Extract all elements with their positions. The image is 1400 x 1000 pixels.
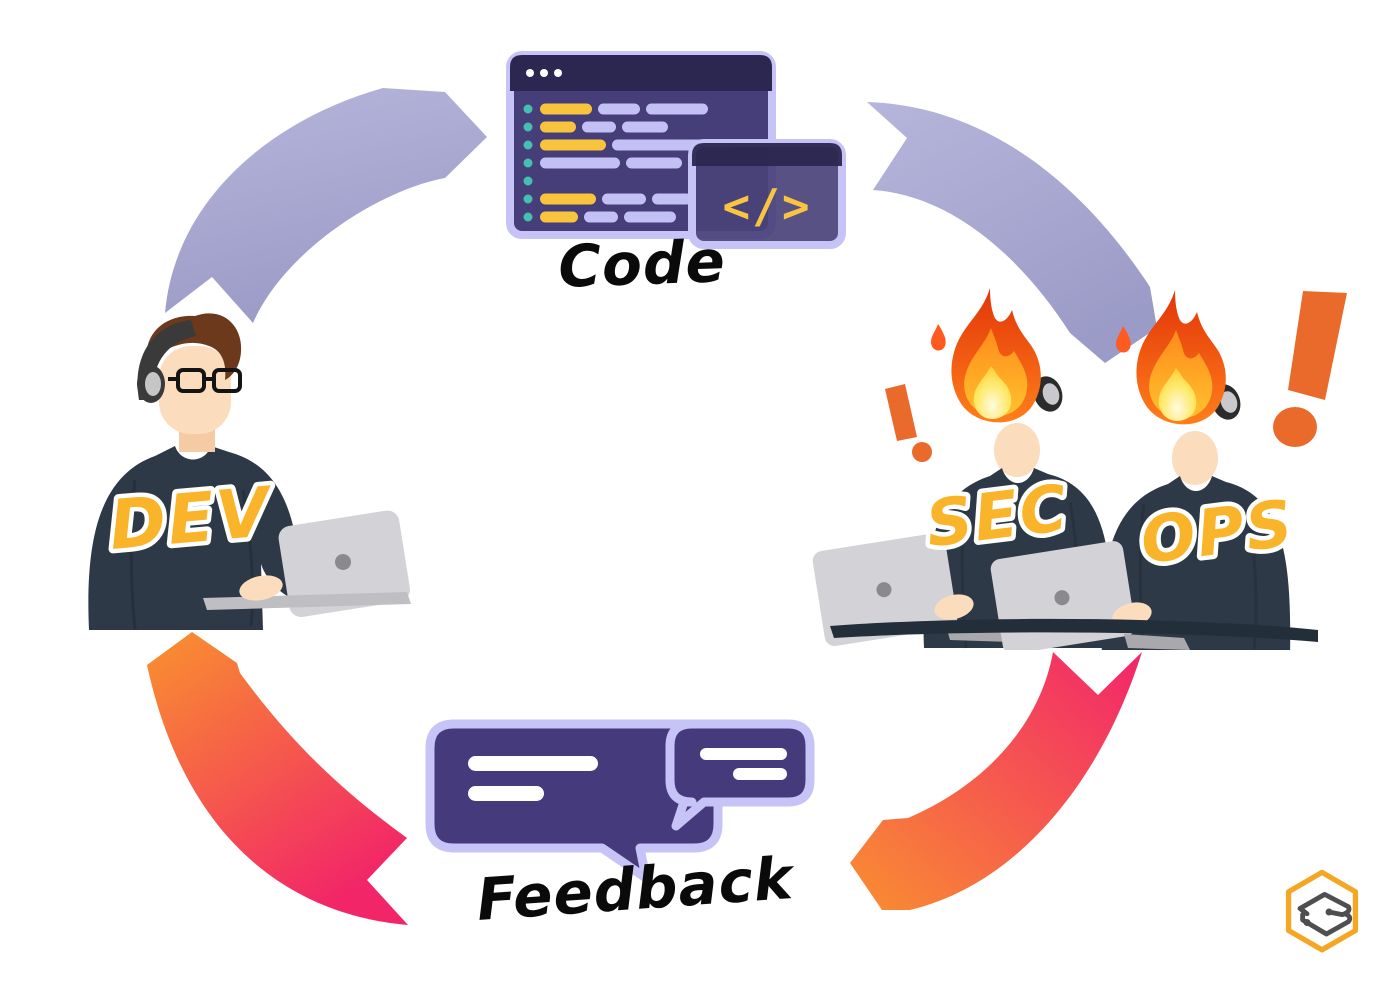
dev-glasses-icon (168, 368, 242, 393)
arrow-secops-to-feedback-icon (850, 652, 1142, 910)
arrow-feedback-to-dev-icon (147, 632, 408, 925)
chat-bubbles-icon (425, 719, 815, 883)
arrow-dev-to-code-icon (165, 88, 487, 323)
code-editor-window-icon: </> (506, 51, 846, 249)
code-glyph-text: </> (722, 179, 811, 233)
sec-label: SEC (922, 472, 1073, 563)
dev-laptop-icon (278, 510, 411, 618)
ops-flame-head-icon (1116, 290, 1226, 425)
sec-label-badge: SEC (918, 467, 1078, 567)
dev-label: DEV (106, 473, 277, 566)
exclamation-large-icon (1273, 291, 1347, 447)
exclamation-small-icon (885, 384, 932, 462)
arrow-code-to-secops-icon (867, 102, 1157, 363)
dev-label-badge: DEV (102, 468, 282, 570)
burning-secops-characters-icon (810, 288, 1318, 650)
dev-hand (239, 575, 283, 601)
code-label: Code (557, 227, 727, 301)
code-lines (523, 103, 732, 223)
hexagon-s-logo-icon (1285, 869, 1359, 953)
developer-character-icon (88, 313, 411, 630)
desk-edge (830, 618, 1318, 642)
ops-label: OPS (1137, 487, 1298, 579)
code-tag-window-icon: </> (688, 139, 846, 249)
ops-label-badge: OPS (1132, 482, 1302, 583)
